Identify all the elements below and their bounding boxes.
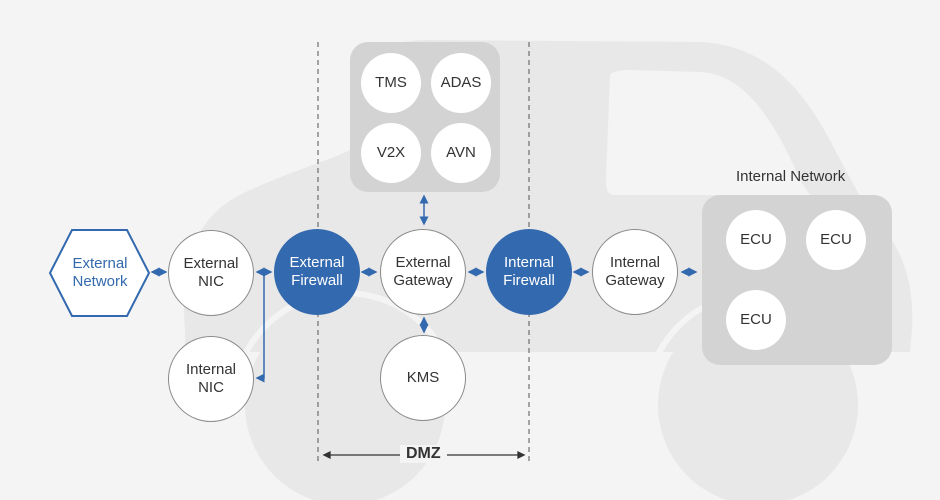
service-avn-label: AVN — [446, 144, 476, 161]
ecu-3-label: ECU — [740, 311, 772, 328]
service-adas[interactable]: ADAS — [431, 53, 491, 113]
kms-label: KMS — [406, 369, 440, 386]
ecu-node-2[interactable]: ECU — [806, 210, 866, 270]
external-nic-line2: NIC — [198, 273, 224, 290]
internal-network-title: Internal Network — [736, 168, 846, 185]
service-tms[interactable]: TMS — [361, 53, 421, 113]
service-v2x-label: V2X — [376, 144, 406, 161]
internal-nic-line2: NIC — [198, 379, 224, 396]
car-windows — [606, 70, 810, 195]
ecu-node-3[interactable]: ECU — [726, 290, 786, 350]
internal-gateway-line2: Gateway — [605, 272, 665, 289]
internal-nic-line1: Internal — [185, 361, 237, 378]
internal-firewall-line1: Internal — [503, 254, 555, 271]
internal-network-group — [702, 195, 892, 365]
external-network-line1: External — [72, 255, 128, 272]
external-network-line2: Network — [72, 273, 128, 290]
external-network-hexagon[interactable] — [48, 229, 151, 317]
ecu-1-label: ECU — [740, 231, 772, 248]
external-firewall-line2: Firewall — [291, 272, 343, 289]
internal-firewall-line2: Firewall — [503, 272, 555, 289]
kms-node[interactable]: KMS — [380, 335, 466, 421]
external-gateway-line2: Gateway — [393, 272, 453, 289]
external-firewall-line1: External — [289, 254, 345, 271]
service-avn[interactable]: AVN — [431, 123, 491, 183]
service-tms-label: TMS — [375, 74, 407, 91]
internal-gateway-line1: Internal — [609, 254, 661, 271]
link-intnic-extfw — [255, 272, 265, 383]
external-nic-line1: External — [183, 255, 239, 272]
service-adas-label: ADAS — [440, 74, 482, 91]
dmz-label: DMZ — [400, 445, 447, 463]
ecu-2-label: ECU — [820, 231, 852, 248]
ecu-node-1[interactable]: ECU — [726, 210, 786, 270]
service-v2x[interactable]: V2X — [361, 123, 421, 183]
external-gateway-line1: External — [395, 254, 451, 271]
